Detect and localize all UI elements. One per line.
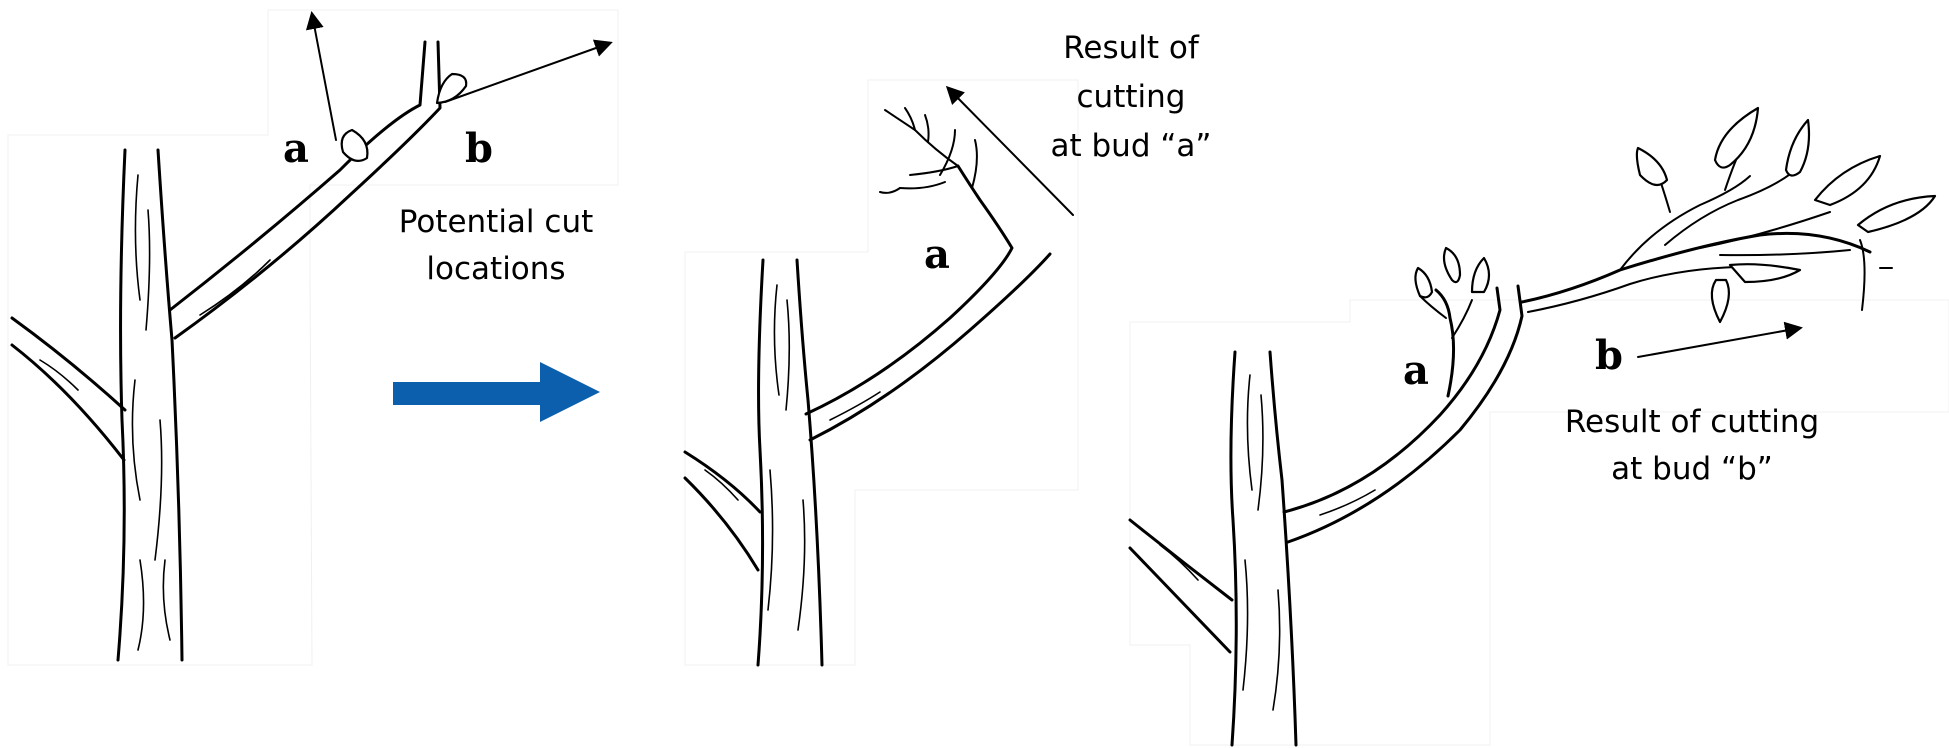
- caption-line-2: locations: [426, 251, 565, 287]
- panel-potential-cuts: a b Potential cut locations: [7, 9, 619, 666]
- side-branch-left: [10, 316, 127, 462]
- panel-cut-at-b: a b Result of cutting at bud “b”: [1128, 106, 1949, 747]
- bud-a-label: a: [1403, 347, 1429, 394]
- tree-trunk: [116, 148, 184, 662]
- bud-a-label: a: [924, 231, 950, 278]
- side-branch-left: [683, 450, 762, 572]
- bud-a: [305, 11, 369, 163]
- side-branch-left: [1128, 518, 1234, 654]
- bud-a-label: a: [283, 125, 309, 172]
- right-arrow-icon: [393, 362, 600, 422]
- growth-direction-arrow-icon: [945, 85, 1074, 216]
- shoot-at-a: [1414, 246, 1491, 398]
- pruned-branch: [1282, 284, 1524, 544]
- caption-line-2: cutting: [1077, 79, 1186, 115]
- pruned-branch: [804, 164, 1052, 442]
- bud-a-direction-arrow-icon: [305, 11, 337, 141]
- bud-b-label: b: [1595, 332, 1623, 379]
- bud-b-direction-arrow-icon: [1637, 321, 1803, 358]
- tree-trunk: [1229, 350, 1298, 747]
- panel-cut-at-a: a Result of cutting at bud “a”: [683, 30, 1212, 667]
- caption-line-1: Result of cutting: [1565, 404, 1819, 440]
- shoot-at-b: [1520, 106, 1937, 324]
- bud-b: [435, 39, 613, 105]
- tree-trunk: [756, 258, 824, 667]
- pruned-branch: [168, 40, 442, 340]
- new-growth-at-a: [879, 107, 978, 194]
- bud-b-label: b: [465, 125, 493, 172]
- caption-line-2: at bud “b”: [1611, 451, 1773, 487]
- bud-b-direction-arrow-icon: [444, 39, 613, 103]
- caption-line-3: at bud “a”: [1051, 128, 1212, 164]
- caption-line-1: Potential cut: [399, 204, 594, 240]
- caption-line-1: Result of: [1063, 30, 1200, 66]
